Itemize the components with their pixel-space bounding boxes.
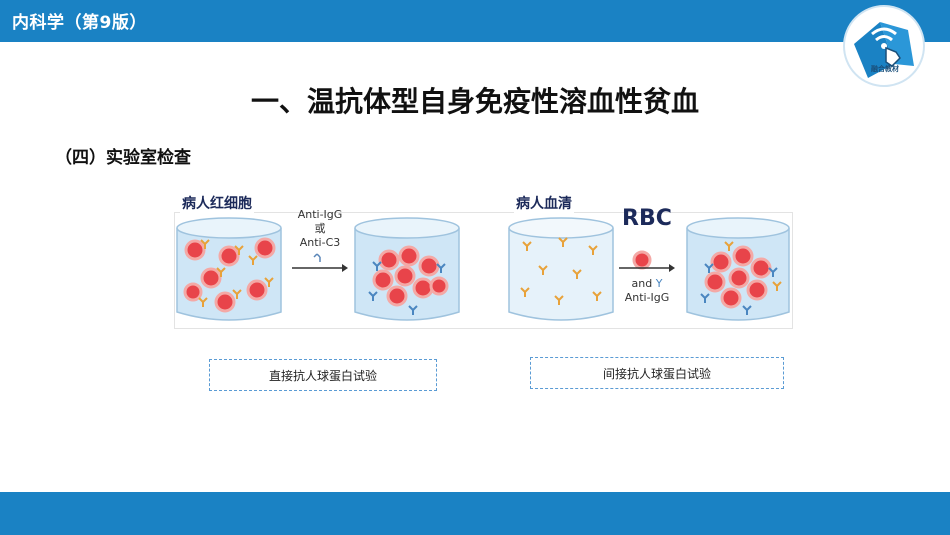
figure-panel <box>174 212 793 329</box>
section-title: （四）实验室检查 <box>55 148 191 168</box>
caption-direct: 直接抗人球蛋白试验 <box>209 359 437 391</box>
beaker-patient-rbc <box>176 217 282 321</box>
beaker-patient-serum <box>508 217 614 321</box>
antibodies <box>198 239 274 307</box>
arrow-right-icon-2 <box>619 264 675 272</box>
logo-text: 融合教材 <box>871 65 899 73</box>
arrow2-line2: Anti-IgG <box>624 291 670 304</box>
bottom-bar <box>0 492 950 535</box>
arrow1-line2: 或 <box>314 222 326 235</box>
arrow1-line1: Anti-IgG <box>297 208 343 221</box>
caption-indirect-text: 间接抗人球蛋白试验 <box>602 366 711 381</box>
arrow1-label: Anti-IgG 或 Anti-C3 <box>290 208 350 250</box>
beaker-agglutinated-indirect <box>686 217 790 321</box>
antibody-y-icon: Y <box>655 277 663 290</box>
label-patient-serum: 病人血清 <box>514 193 574 213</box>
arrow2-line1: and Y <box>631 277 663 290</box>
arrow2-label: and Y Anti-IgG <box>617 277 677 305</box>
free-antibodies <box>520 237 602 305</box>
beaker-agglutinated-direct <box>354 217 460 321</box>
top-bar: 内科学（第9版） <box>0 0 950 42</box>
slide-title: 一、温抗体型自身免疫性溶血性贫血 <box>250 85 699 118</box>
book-title: 内科学（第9版） <box>12 13 147 33</box>
agglutinated-cells <box>372 245 449 307</box>
arrow1-line3: Anti-C3 <box>299 236 341 249</box>
arrow-right-icon <box>292 253 348 272</box>
label-patient-rbc: 病人红细胞 <box>180 193 254 213</box>
caption-indirect: 间接抗人球蛋白试验 <box>530 357 784 389</box>
red-blood-cells <box>183 237 276 313</box>
caption-direct-text: 直接抗人球蛋白试验 <box>268 368 377 383</box>
agglutinated-cells-2 <box>704 245 772 309</box>
logo: 融合教材 <box>842 4 926 88</box>
logo-badge-icon <box>843 5 925 87</box>
rbc-label: RBC <box>622 206 672 231</box>
